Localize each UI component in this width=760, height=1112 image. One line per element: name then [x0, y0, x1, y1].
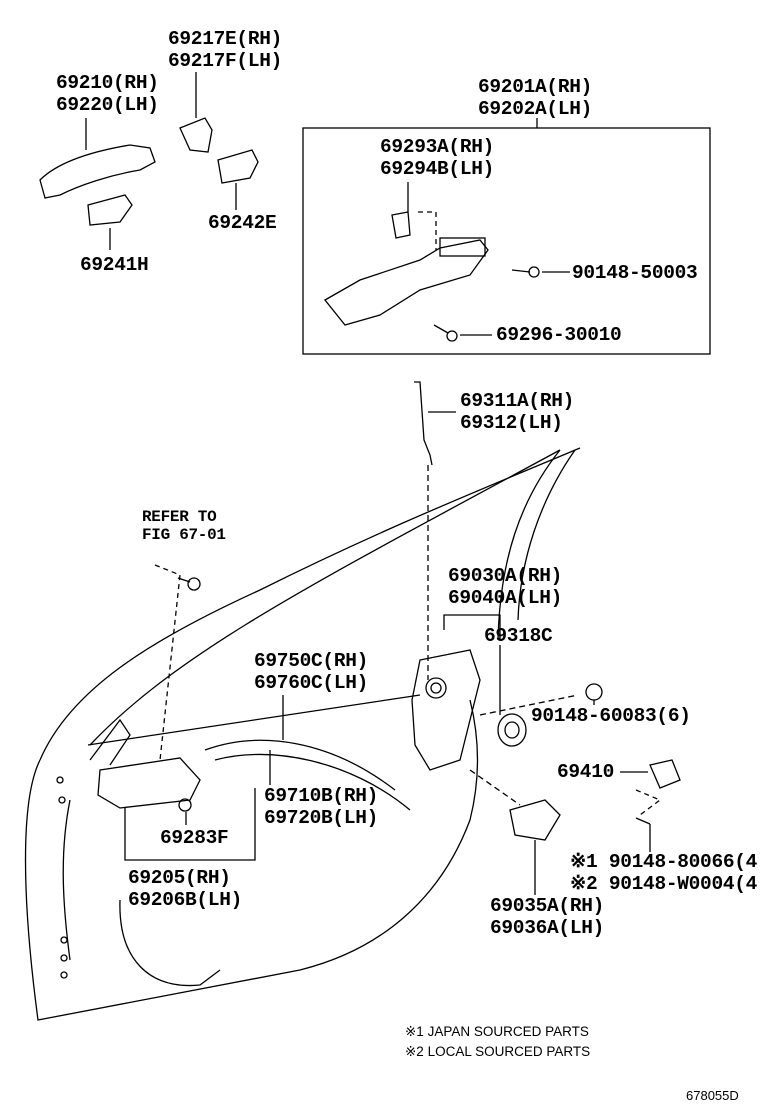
part-label: ※1 90148-80066(4) [570, 851, 760, 873]
part-label: 69036A(LH) [490, 917, 605, 939]
refer-label: REFER TO [142, 508, 217, 526]
part-label: 69296-30010 [496, 324, 622, 346]
lock-cover-shape [509, 799, 561, 841]
part-label: 69242E [208, 212, 277, 234]
refer-label: FIG 67-01 [142, 526, 226, 544]
door-lock-shape [411, 649, 481, 771]
pad-shape [217, 149, 259, 184]
footnote: ※1 JAPAN SOURCED PARTS [405, 1024, 589, 1039]
part-label: 69205(RH) [128, 867, 231, 889]
part-label: 69217E(RH) [168, 28, 283, 50]
part-label: 69241H [80, 254, 149, 276]
part-label: 69312(LH) [460, 412, 563, 434]
part-label: 69710B(RH) [264, 785, 379, 807]
part-label: 69030A(RH) [448, 565, 563, 587]
part-label: 90148-60083(6) [531, 705, 691, 727]
part-label: 69311A(RH) [460, 390, 575, 412]
part-label: ※2 90148-W0004(4) [570, 873, 760, 895]
handle-cover-shape [179, 117, 213, 153]
part-label: 69720B(LH) [264, 807, 379, 829]
part-label: 69035A(RH) [490, 895, 605, 917]
striker-shape [649, 759, 681, 789]
assembly-box [302, 127, 711, 355]
part-label: 69217F(LH) [168, 50, 283, 72]
part-label: 69040A(LH) [448, 587, 563, 609]
inside-handle-shape [97, 757, 201, 809]
part-label: 69410 [557, 761, 615, 783]
part-label: 69318C [484, 625, 553, 647]
part-label: 69760C(LH) [254, 672, 369, 694]
grommet-shape [497, 713, 527, 747]
door-upper-edge [39, 447, 581, 761]
cable-shape [204, 739, 396, 791]
part-label: 69283F [160, 827, 229, 849]
footnote: ※2 LOCAL SOURCED PARTS [405, 1044, 591, 1059]
part-label: 69750C(RH) [254, 650, 369, 672]
part-label: 69202A(LH) [478, 98, 593, 120]
part-label: 69220(LH) [56, 94, 159, 116]
outer-handle-shape [39, 144, 156, 199]
part-label: 90148-50003 [572, 262, 698, 284]
frame-shape [324, 239, 489, 326]
lock-rod-shape [414, 381, 433, 466]
part-label: 69206B(LH) [128, 889, 243, 911]
figure-code: 678055D [686, 1088, 739, 1103]
part-label: 69293A(RH) [380, 136, 495, 158]
part-label: 69210(RH) [56, 72, 159, 94]
part-label: 69201A(RH) [478, 76, 593, 98]
part-label: 69294B(LH) [380, 158, 495, 180]
pad-shape-2 [87, 194, 133, 226]
